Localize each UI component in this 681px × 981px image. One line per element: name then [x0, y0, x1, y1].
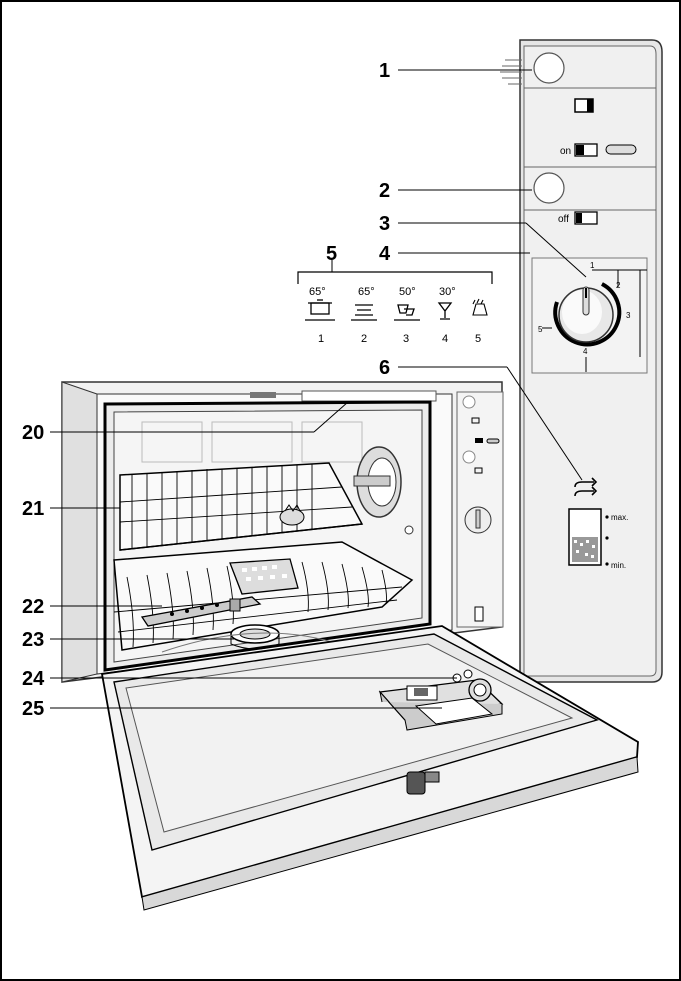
off-label: off	[558, 214, 569, 225]
callout-2: 2	[379, 180, 390, 202]
program-1-number: 1	[318, 333, 324, 345]
program-1-temp: 65°	[309, 286, 326, 298]
indicator-light-lower	[534, 173, 564, 203]
callout-22: 22	[22, 596, 44, 618]
plates-icon	[351, 305, 377, 320]
program-2-number: 2	[361, 333, 367, 345]
indicator-light-upper	[534, 53, 564, 83]
dial-mark-5: 5	[538, 325, 543, 334]
callout-25: 25	[22, 698, 44, 720]
program-5-number: 5	[475, 333, 481, 345]
pot-icon	[305, 300, 335, 320]
dial-mark-1: 1	[590, 261, 595, 270]
wine-glass-icon	[439, 303, 451, 319]
callout-6: 6	[379, 357, 390, 379]
cup-saucer-icon	[394, 305, 420, 320]
dial-mark-3: 3	[626, 311, 631, 320]
mini-control-panel	[457, 392, 503, 627]
dial-mark-4: 4	[583, 347, 588, 356]
program-4-number: 4	[442, 333, 448, 345]
callout-20: 20	[22, 422, 44, 444]
door-indicator-icon	[575, 99, 593, 112]
program-4-temp: 30°	[439, 286, 456, 298]
callout-21: 21	[22, 498, 44, 520]
callout-5: 5	[326, 243, 337, 265]
dial-mark-2: 2	[616, 281, 621, 290]
dosing-label-strip	[302, 391, 436, 401]
on-switch[interactable]	[575, 144, 597, 156]
off-switch[interactable]	[575, 212, 597, 224]
on-indicator-bar	[606, 145, 636, 154]
salt-max-label: max.	[611, 513, 628, 522]
on-label: on	[560, 146, 571, 157]
callout-3: 3	[379, 213, 390, 235]
program-3-temp: 50°	[399, 286, 416, 298]
callout-24: 24	[22, 668, 45, 690]
callout-1: 1	[379, 60, 390, 82]
program-symbols: 65° 65° 50° 30° 1 2 3 4 5	[298, 272, 492, 345]
program-2-temp: 65°	[358, 286, 375, 298]
top-latch	[250, 392, 276, 398]
rinse-icon	[473, 299, 487, 315]
cutlery-basket	[230, 559, 298, 594]
callout-23: 23	[22, 629, 44, 651]
callout-4: 4	[379, 243, 391, 265]
salt-min-label: min.	[611, 561, 626, 570]
salt-level-indicator	[569, 509, 601, 565]
program-3-number: 3	[403, 333, 409, 345]
